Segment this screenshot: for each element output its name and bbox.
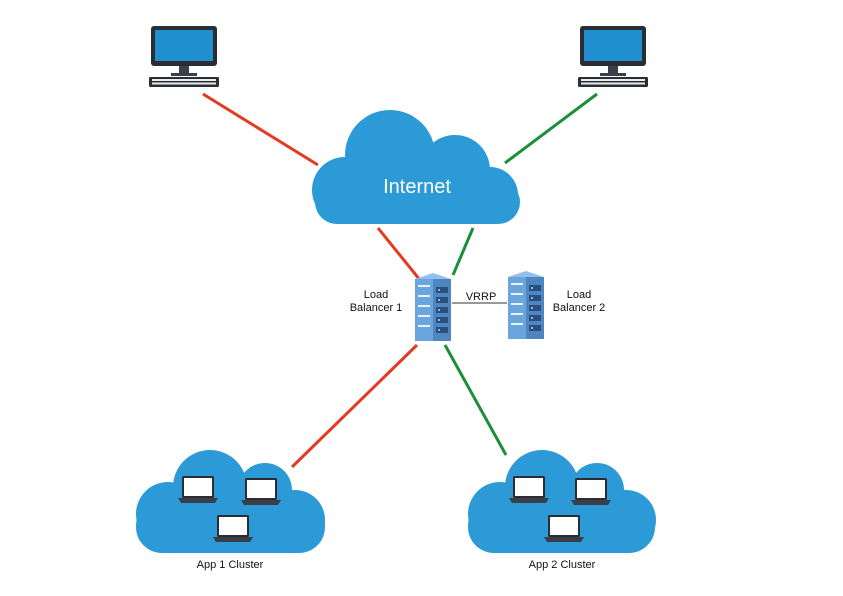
right-desktop-computer-icon	[578, 26, 648, 87]
load-balancer-2-server-icon	[508, 271, 544, 339]
internet-label: Internet	[383, 176, 451, 198]
connection-lines	[202, 92, 598, 469]
app2-laptop-icon	[571, 478, 611, 505]
app1-cluster-label: App 1 Cluster	[196, 559, 264, 571]
app2-laptop-icon	[544, 515, 584, 542]
link-internet-lb1-green	[451, 227, 475, 276]
app1-laptop-icon	[213, 515, 253, 542]
load-balancer-1-label: Load Balancer 1	[342, 289, 410, 315]
app1-laptop-icon	[241, 478, 281, 505]
internet-cloud-icon	[312, 110, 520, 224]
load-balancer-2-label-line1: Load	[566, 289, 592, 301]
app1-laptop-icon	[178, 476, 218, 503]
vrrp-label: VRRP	[465, 291, 497, 303]
link-internet-lb1-red	[376, 227, 422, 281]
link-lb1-app1	[290, 343, 419, 469]
left-desktop-computer-icon	[149, 26, 219, 87]
load-balancer-1-label-line2: Balancer 1	[349, 302, 403, 314]
app2-cluster-label: App 2 Cluster	[528, 559, 596, 571]
link-left-computer-internet	[202, 92, 319, 167]
load-balancer-1-server-icon	[415, 273, 451, 341]
load-balancer-1-label-line1: Load	[363, 289, 389, 301]
load-balancer-2-label-line2: Balancer 2	[552, 302, 606, 314]
app2-laptop-icon	[509, 476, 549, 503]
link-lb1-app2	[443, 344, 508, 456]
link-right-computer-internet	[504, 92, 598, 165]
load-balancer-2-label: Load Balancer 2	[547, 289, 611, 315]
